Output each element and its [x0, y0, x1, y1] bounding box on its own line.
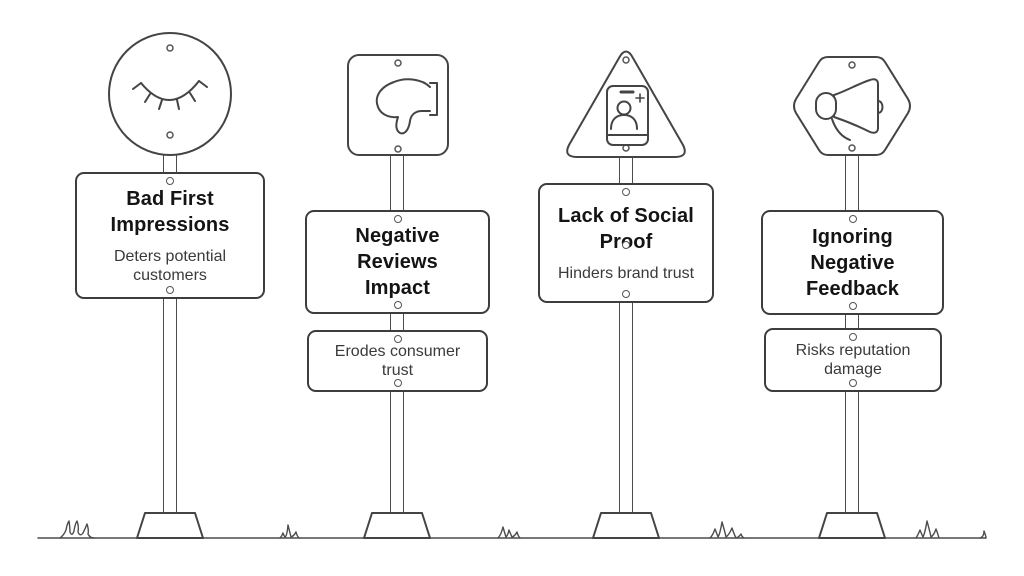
pole-main — [845, 385, 859, 515]
grass-tuft — [279, 524, 300, 539]
screw-icon — [622, 188, 630, 196]
screw-icon — [848, 61, 856, 69]
sign-base — [136, 512, 204, 539]
sign-title: Bad First Impressions — [110, 187, 230, 236]
screw-icon — [848, 144, 856, 152]
screw-icon — [394, 59, 402, 67]
pole-main — [619, 295, 633, 515]
hexagon-sign-shape — [793, 56, 911, 156]
screw-icon — [622, 241, 630, 249]
sign-title: Negative Reviews Impact — [355, 225, 440, 299]
sign-base — [592, 512, 660, 539]
sign-sub-board: Risks reputation damage — [764, 328, 942, 392]
sign-board: Negative Reviews Impact — [305, 210, 490, 314]
screw-icon — [848, 302, 857, 310]
sign-sub-text: Risks reputation damage — [795, 341, 911, 378]
sign-board: Ignoring Negative Feedback — [761, 210, 944, 315]
sign-subtitle: Deters potential customers — [113, 247, 227, 284]
screw-icon — [622, 290, 630, 298]
pole-segment — [619, 150, 633, 186]
pole-segment — [390, 150, 404, 212]
screw-icon — [166, 177, 174, 185]
pole-segment — [845, 148, 859, 212]
sign-sub-text: Erodes consumer trust — [334, 342, 461, 379]
sign-board: Lack of Social Proof Hinders brand trust — [538, 183, 714, 303]
screw-icon — [848, 215, 857, 223]
grass-tuft — [979, 530, 987, 539]
screw-icon — [849, 333, 857, 341]
screw-icon — [393, 335, 402, 343]
grass-tuft — [915, 520, 940, 539]
screw-icon — [393, 215, 402, 223]
sign-base — [363, 512, 431, 539]
grass-tuft — [709, 521, 745, 539]
screw-icon — [393, 301, 402, 309]
screw-icon — [393, 379, 402, 387]
screw-icon — [622, 56, 630, 64]
sign-subtitle: Hinders brand trust — [557, 264, 695, 282]
screw-icon — [166, 131, 174, 139]
pole-main — [390, 385, 404, 515]
sign-title: Ignoring Negative Feedback — [805, 225, 900, 300]
sign-sub-board: Erodes consumer trust — [307, 330, 488, 392]
screw-icon — [394, 145, 402, 153]
add-contact-phone-icon — [606, 85, 649, 146]
grass-tuft — [497, 526, 521, 539]
thumbs-down-icon — [375, 78, 438, 135]
triangle-sign-shape — [566, 50, 686, 158]
sign-board: Bad First Impressions Deters potential c… — [75, 172, 265, 299]
pole-segment — [390, 310, 404, 335]
square-sign-shape — [347, 54, 449, 156]
ground — [37, 512, 987, 539]
screw-icon — [166, 286, 174, 294]
circle-sign-shape — [108, 32, 232, 156]
pole-segment — [845, 310, 859, 332]
sign-title: Lack of Social Proof — [558, 204, 694, 253]
closed-eye-icon — [132, 80, 208, 110]
grass-tuft — [59, 520, 95, 539]
sign-base — [818, 512, 886, 539]
megaphone-icon — [815, 78, 884, 141]
screw-icon — [849, 379, 857, 387]
pole-main — [163, 290, 177, 515]
screw-icon — [166, 44, 174, 52]
